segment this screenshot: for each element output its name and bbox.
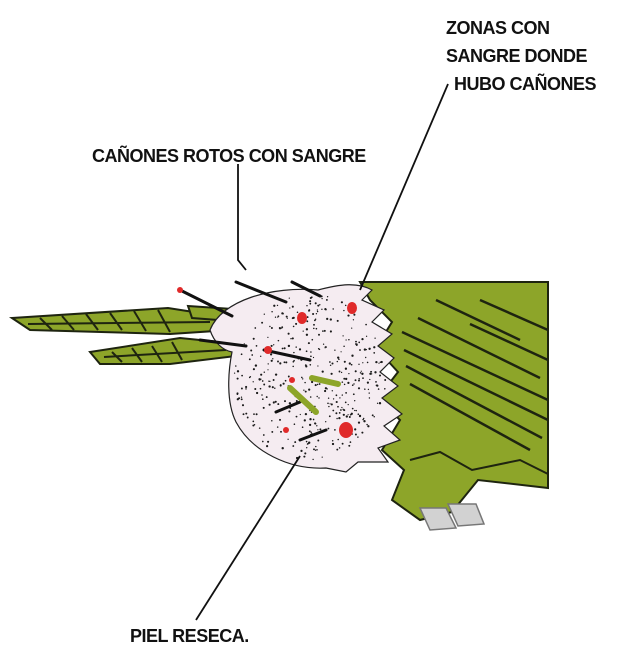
label-zonas-line1: ZONAS CON: [446, 18, 550, 38]
feet: [420, 504, 484, 530]
label-zonas-line3: HUBO CAÑONES: [454, 73, 597, 94]
leader-canones: [238, 164, 246, 270]
label-zonas-line2: SANGRE DONDE: [446, 46, 588, 66]
leader-piel: [196, 456, 300, 620]
label-canones-rotos: CAÑONES ROTOS CON SANGRE: [92, 145, 366, 166]
label-piel-reseca: PIEL RESECA.: [130, 626, 249, 646]
tail-feathers: [360, 282, 548, 520]
leader-zonas: [360, 84, 448, 290]
